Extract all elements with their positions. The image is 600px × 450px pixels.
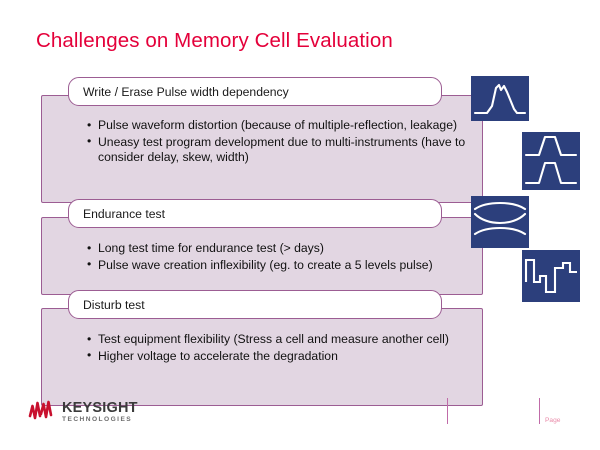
page-number-label: Page — [545, 417, 561, 424]
section-endurance-test: Endurance test Long test time for endura… — [41, 199, 483, 295]
section-header-write-erase[interactable]: Write / Erase Pulse width dependency — [68, 77, 442, 106]
list-item: Test equipment flexibility (Stress a cel… — [87, 332, 497, 348]
distorted-pulse-waveform-icon — [471, 76, 529, 121]
section-header-label: Endurance test — [83, 206, 165, 221]
keysight-logo-text: KEYSIGHT TECHNOLOGIES — [62, 401, 138, 424]
footer-divider-tick-right — [539, 398, 540, 424]
multilevel-pulse-train-waveform-icon — [522, 250, 580, 302]
keysight-logo: KEYSIGHT TECHNOLOGIES — [28, 400, 138, 425]
section-header-disturb-test[interactable]: Disturb test — [68, 290, 442, 319]
list-item: Long test time for endurance test (> day… — [87, 241, 517, 257]
keysight-logo-name: KEYSIGHT — [62, 399, 138, 416]
section-header-label: Write / Erase Pulse width dependency — [83, 84, 289, 99]
keysight-logo-subtitle: TECHNOLOGIES — [62, 416, 133, 424]
section-header-label: Disturb test — [83, 297, 145, 312]
list-item: Uneasy test program development due to m… — [87, 134, 487, 166]
bullet-list-endurance-test: Long test time for endurance test (> day… — [87, 241, 517, 274]
bullet-list-disturb-test: Test equipment flexibility (Stress a cel… — [87, 332, 497, 365]
section-disturb-test: Disturb test Test equipment flexibility … — [41, 290, 483, 406]
list-item: Pulse waveform distortion (because of mu… — [87, 118, 487, 134]
list-item: Higher voltage to accelerate the degrada… — [87, 348, 497, 365]
page-title: Challenges on Memory Cell Evaluation — [36, 29, 393, 52]
bullet-list-write-erase: Pulse waveform distortion (because of mu… — [87, 118, 487, 167]
section-write-erase: Write / Erase Pulse width dependency Pul… — [41, 77, 483, 203]
footer-divider-tick-left — [447, 398, 448, 424]
dual-trapezoid-pulse-waveform-icon — [522, 132, 580, 190]
list-item: Pulse wave creation inflexibility (eg. t… — [87, 257, 517, 274]
eye-diagram-waveform-icon — [471, 196, 529, 248]
section-header-endurance-test[interactable]: Endurance test — [68, 199, 442, 228]
keysight-wave-mark-icon — [28, 400, 56, 425]
